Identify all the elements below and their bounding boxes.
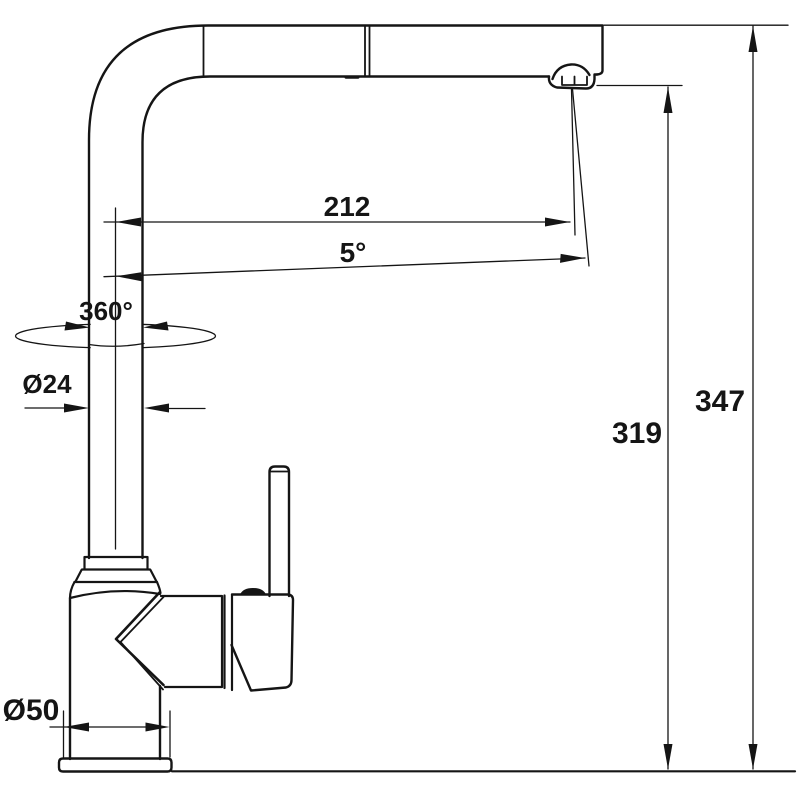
- arrow-319-top-icon: [663, 87, 673, 113]
- spray-line-vertical: [570, 88, 576, 236]
- ext-lines-d50: [62, 710, 171, 758]
- holder-ring: [223, 593, 234, 692]
- label-spout-reach: 212: [324, 191, 371, 222]
- spout-inner-outline: [141, 75, 551, 560]
- dim-lines-d24: [24, 407, 206, 410]
- label-overall-height: 347: [695, 385, 745, 418]
- faucet-body: [68, 24, 604, 761]
- dimension-outlet-height: 319: [596, 84, 683, 770]
- lever-pivot-dome: [240, 588, 266, 595]
- body-joint-inner: [119, 596, 165, 691]
- arrow-5deg-right-icon: [560, 253, 585, 263]
- handle-lever: [268, 465, 291, 598]
- valve-housing: [230, 588, 295, 692]
- spout-outer-outline: [87, 24, 604, 560]
- dimension-spout-reach: 212: [103, 191, 571, 227]
- dimension-spray-angle: 5°: [103, 237, 586, 282]
- spout-seam: [364, 24, 371, 78]
- label-base-diameter: Ø50: [3, 694, 60, 727]
- spray-head-dome: [551, 63, 591, 81]
- arrow-d50-right-icon: [145, 722, 170, 732]
- label-outlet-height: 319: [612, 417, 662, 450]
- arrow-347-bottom-icon: [748, 744, 758, 769]
- arrow-5deg-left-icon: [116, 272, 142, 282]
- lever-rod: [268, 465, 291, 598]
- base-plate-outline: [57, 757, 173, 773]
- dimension-overall-height: 347: [603, 24, 789, 770]
- dimension-pipe-diameter: Ø24: [22, 369, 206, 413]
- rotation-arrow-left-icon: [64, 321, 90, 331]
- arrow-347-top-icon: [748, 26, 758, 52]
- arrow-d50-left-icon: [64, 722, 89, 732]
- dim-line-5deg: [103, 257, 586, 278]
- arrow-d24-left-icon: [64, 403, 89, 413]
- spray-lines: [570, 88, 590, 267]
- arrow-212-right-icon: [545, 217, 570, 227]
- label-pipe-diameter: Ø24: [22, 369, 72, 399]
- arrow-d24-right-icon: [144, 403, 169, 413]
- spray-line-angled: [571, 88, 590, 267]
- label-swivel-rotation: 360°: [79, 296, 133, 326]
- aerator-detail: [561, 75, 588, 86]
- body-shoulder: [68, 580, 162, 600]
- rotation-arrow-right-icon: [143, 321, 169, 331]
- collar-ring: [80, 555, 152, 571]
- spray-holder-cone: [159, 594, 224, 689]
- label-spray-angle: 5°: [340, 237, 367, 268]
- arrow-319-bottom-icon: [663, 744, 673, 769]
- arrow-212-left-icon: [116, 217, 141, 227]
- housing-outline: [230, 593, 295, 692]
- collar-flare: [73, 568, 159, 584]
- dimension-base-diameter: Ø50: [3, 694, 171, 758]
- spray-head-outline: [547, 73, 599, 90]
- body-joint-outer: [114, 591, 165, 687]
- base-plate: [57, 757, 797, 773]
